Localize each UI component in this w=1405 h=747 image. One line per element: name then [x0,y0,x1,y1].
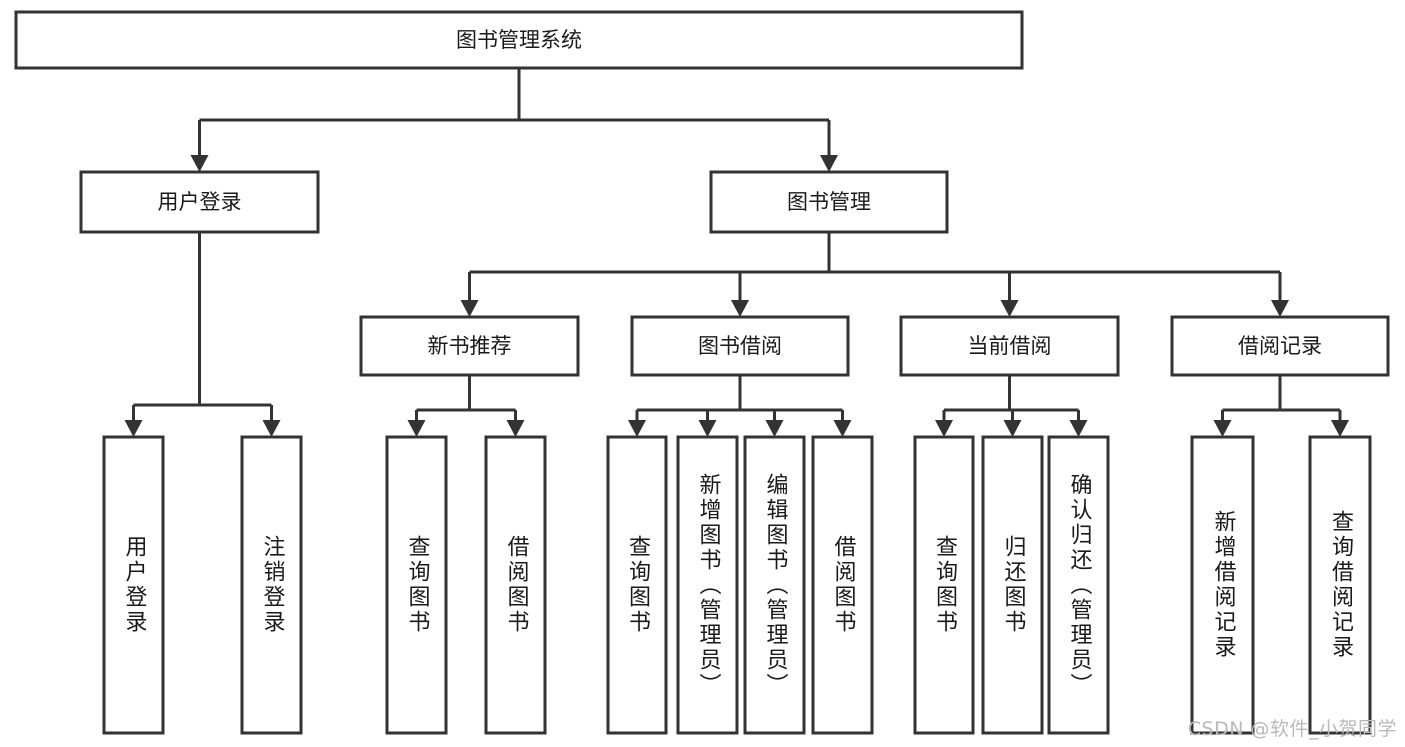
node-box-leaf-return-book[interactable] [981,435,1044,735]
node-box-leaf-logout[interactable] [240,435,303,735]
node-box-leaf-borrow-book-recommend[interactable] [484,435,547,735]
connector-layer [124,68,1349,437]
node-box-book-borrow[interactable] [630,315,850,377]
arrow-head-icon [124,420,143,437]
node-label: 图书管理系统 [456,28,582,52]
node-box-leaf-add-borrow-record[interactable] [1190,435,1255,735]
node-label: 用户登录 [158,190,242,214]
node-box-current-borrow[interactable] [899,315,1120,377]
arrow-head-icon [190,155,209,172]
node-box-leaf-query-book-current[interactable] [913,435,975,735]
node-box-user-login[interactable] [79,170,320,234]
arrow-head-icon [1271,300,1289,317]
node-box-leaf-query-borrow-record[interactable] [1308,435,1372,735]
arrow-head-icon [731,300,749,317]
node-label: 借阅记录 [1238,334,1322,358]
node-box-leaf-edit-book-admin[interactable] [743,435,806,735]
arrow-head-icon [698,420,717,437]
arrow-head-icon [935,420,953,437]
node-label: 图书借阅 [698,334,782,358]
node-box-leaf-borrow-book[interactable] [811,435,874,735]
node-box-borrow-record[interactable] [1170,315,1390,377]
arrow-head-icon [407,420,426,437]
node-label: 当前借阅 [968,334,1052,358]
arrow-head-icon [1069,420,1088,437]
node-box-book-management[interactable] [709,170,949,234]
node-label: 图书管理 [787,190,871,214]
arrow-head-icon [1000,300,1019,317]
node-box-new-book-recommend[interactable] [359,315,580,377]
arrow-head-icon [833,420,852,437]
csdn-watermark: CSDN @软件_小贺同学 [1187,718,1397,740]
node-box-leaf-add-book-admin[interactable] [676,435,739,735]
arrow-head-icon [628,420,646,437]
arrow-head-icon [262,420,281,437]
node-box-leaf-query-book-recommend[interactable] [385,435,448,735]
node-box-leaf-query-book-borrow[interactable] [606,435,668,735]
node-box-root[interactable] [14,10,1024,70]
arrow-head-icon [1213,420,1232,437]
node-box-leaf-confirm-return-admin[interactable] [1047,435,1110,735]
node-box-layer [14,10,1390,735]
arrow-head-icon [820,155,838,172]
arrow-head-icon [1331,420,1349,437]
node-label: 新书推荐 [428,334,512,358]
arrow-head-icon [506,420,525,437]
arrow-head-icon [765,420,784,437]
node-box-leaf-user-login[interactable] [102,435,165,735]
arrow-head-icon [1003,420,1022,437]
arrow-head-icon [460,300,479,317]
